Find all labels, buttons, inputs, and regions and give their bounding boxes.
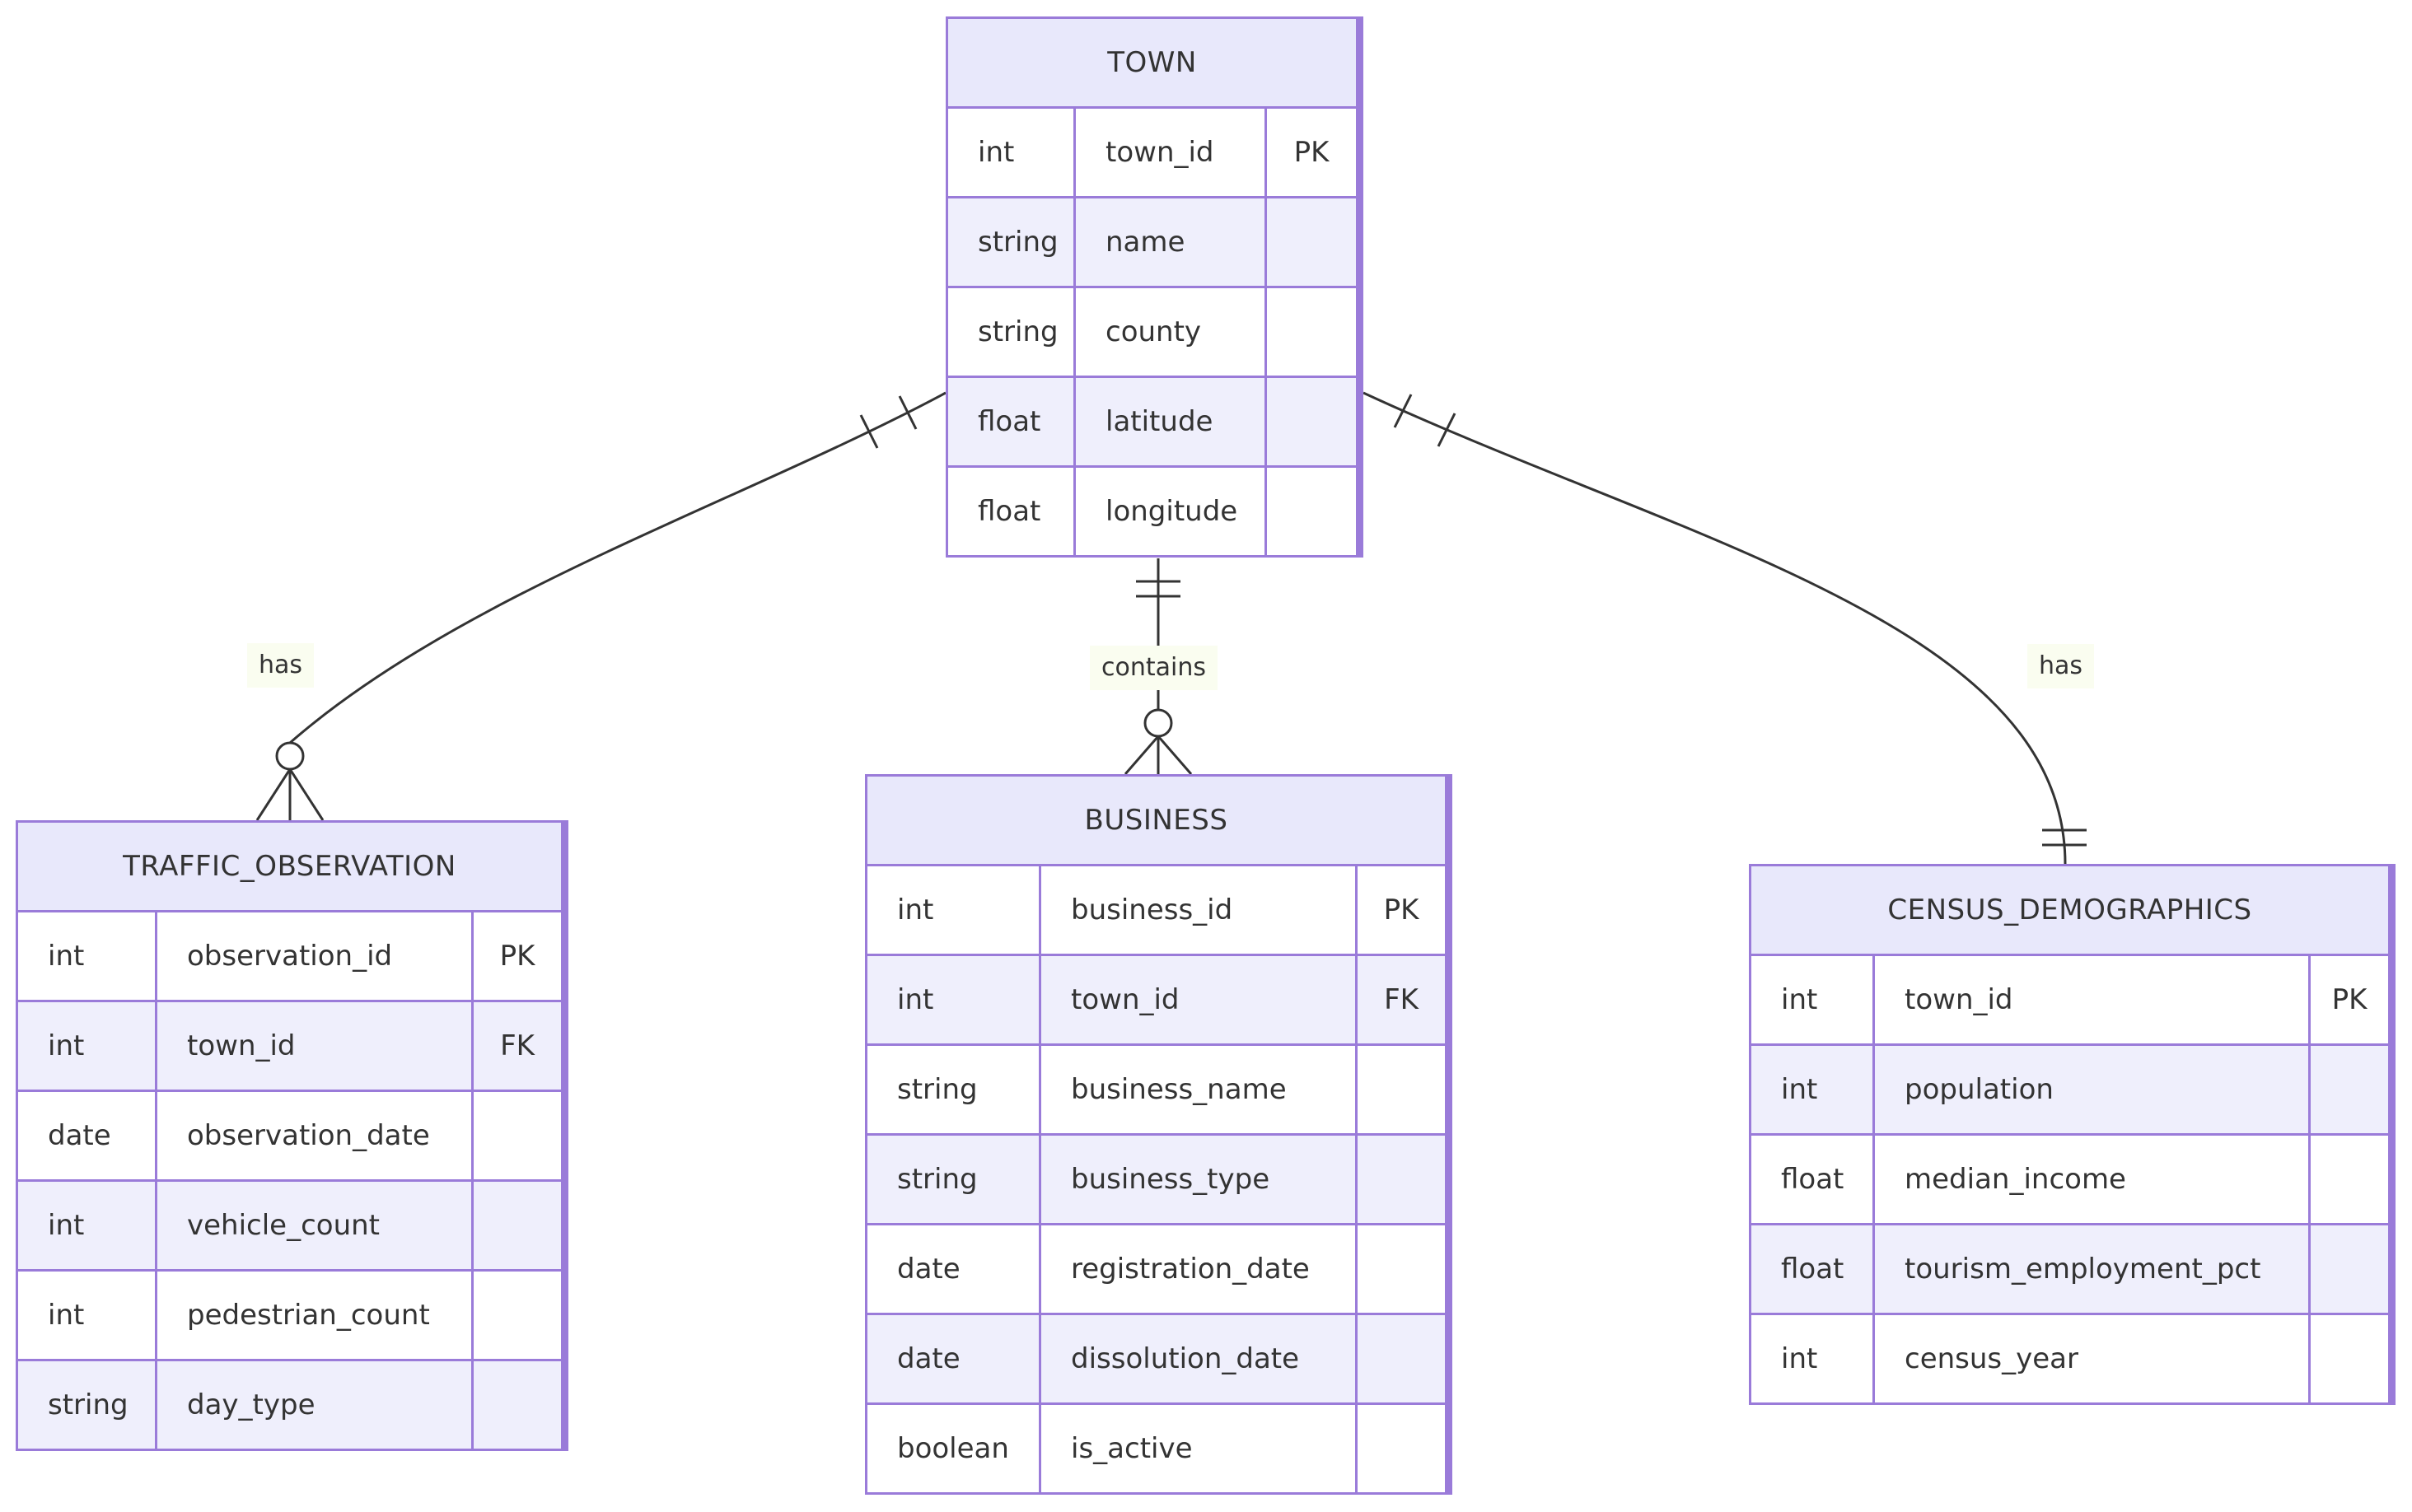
- cell-type: string: [867, 1046, 1039, 1133]
- one-tick-icon: [898, 395, 918, 430]
- cell-type: string: [948, 198, 1073, 286]
- entity-title: TOWN: [948, 19, 1356, 106]
- er-table-town: TOWN int town_id PK string name string c…: [946, 16, 1363, 558]
- cell-name: median_income: [1875, 1136, 2308, 1223]
- er-table-traffic-observation: TRAFFIC_OBSERVATION int observation_id P…: [16, 820, 568, 1451]
- cell-name: town_id: [1076, 109, 1264, 196]
- cell-type: string: [18, 1361, 155, 1449]
- cell-type: float: [948, 468, 1073, 555]
- cell-type: int: [1751, 956, 1872, 1043]
- relationship-line: [1363, 391, 2067, 865]
- cell-key: [2311, 1046, 2388, 1133]
- entity-title: CENSUS_DEMOGRAPHICS: [1751, 866, 2388, 954]
- cell-key: [1358, 1315, 1445, 1402]
- cell-type: date: [867, 1315, 1039, 1402]
- cell-name: observation_id: [157, 912, 471, 1000]
- cell-type: float: [948, 378, 1073, 465]
- entity-title: TRAFFIC_OBSERVATION: [18, 823, 561, 910]
- cell-key: [2311, 1315, 2388, 1402]
- cell-name: pedestrian_count: [157, 1272, 471, 1359]
- cell-type: string: [867, 1136, 1039, 1223]
- one-tick-icon: [859, 414, 879, 449]
- cell-type: string: [948, 288, 1073, 376]
- zero-circle-icon: [275, 741, 305, 771]
- er-table-business: BUSINESS int business_id PK int town_id …: [865, 774, 1452, 1495]
- cell-key: [1358, 1405, 1445, 1492]
- cell-key: [2311, 1225, 2388, 1313]
- cell-type: int: [867, 866, 1039, 954]
- relationship-label-contains-business: contains: [1090, 646, 1218, 690]
- cell-key: [474, 1361, 561, 1449]
- cell-name: census_year: [1875, 1315, 2308, 1402]
- cell-key: [1267, 198, 1356, 286]
- cell-type: int: [867, 956, 1039, 1043]
- cell-type: date: [18, 1092, 155, 1179]
- cell-type: int: [18, 1182, 155, 1269]
- cell-key: PK: [1267, 109, 1356, 196]
- cell-name: registration_date: [1041, 1225, 1355, 1313]
- cell-type: int: [18, 1272, 155, 1359]
- cell-type: int: [18, 1002, 155, 1090]
- cell-type: int: [1751, 1315, 1872, 1402]
- cell-name: name: [1076, 198, 1264, 286]
- cell-name: business_type: [1041, 1136, 1355, 1223]
- cell-name: longitude: [1076, 468, 1264, 555]
- relationship-label-has-census: has: [2027, 644, 2095, 688]
- cell-key: PK: [1358, 866, 1445, 954]
- cell-name: tourism_employment_pct: [1875, 1225, 2308, 1313]
- crow-foot-icon: [1124, 735, 1193, 775]
- cell-key: [1358, 1046, 1445, 1133]
- cell-type: boolean: [867, 1405, 1039, 1492]
- relationship-town-census: [1363, 391, 2087, 865]
- cell-type: float: [1751, 1136, 1872, 1223]
- cell-name: business_id: [1041, 866, 1355, 954]
- cell-name: observation_date: [157, 1092, 471, 1179]
- cell-key: [474, 1272, 561, 1359]
- cell-name: population: [1875, 1046, 2308, 1133]
- cell-name: latitude: [1076, 378, 1264, 465]
- one-tick-icon: [1393, 394, 1413, 428]
- cell-type: date: [867, 1225, 1039, 1313]
- cell-key: FK: [1358, 956, 1445, 1043]
- cell-type: int: [1751, 1046, 1872, 1133]
- cell-key: [1267, 378, 1356, 465]
- cell-name: town_id: [157, 1002, 471, 1090]
- cell-key: [474, 1092, 561, 1179]
- cell-key: FK: [474, 1002, 561, 1090]
- cell-key: [1267, 468, 1356, 555]
- one-tick-icon: [1437, 413, 1456, 447]
- relationship-town-traffic: [255, 391, 947, 821]
- cell-name: town_id: [1041, 956, 1355, 1043]
- relationship-label-has-traffic: has: [247, 643, 315, 688]
- cell-name: vehicle_count: [157, 1182, 471, 1269]
- cell-name: business_name: [1041, 1046, 1355, 1133]
- relationship-line: [289, 391, 947, 744]
- cell-name: day_type: [157, 1361, 471, 1449]
- cell-key: [2311, 1136, 2388, 1223]
- cell-key: PK: [2311, 956, 2388, 1043]
- cell-key: [1267, 288, 1356, 376]
- cell-name: town_id: [1875, 956, 2308, 1043]
- cell-name: county: [1076, 288, 1264, 376]
- cell-key: [474, 1182, 561, 1269]
- cell-type: int: [948, 109, 1073, 196]
- entity-title: BUSINESS: [867, 777, 1445, 864]
- crow-foot-icon: [255, 768, 325, 821]
- er-table-census-demographics: CENSUS_DEMOGRAPHICS int town_id PK int p…: [1749, 864, 2396, 1405]
- cell-name: is_active: [1041, 1405, 1355, 1492]
- cell-key: [1358, 1136, 1445, 1223]
- cell-type: float: [1751, 1225, 1872, 1313]
- cell-type: int: [18, 912, 155, 1000]
- cell-name: dissolution_date: [1041, 1315, 1355, 1402]
- cell-key: [1358, 1225, 1445, 1313]
- zero-circle-icon: [1143, 708, 1173, 738]
- cell-key: PK: [474, 912, 561, 1000]
